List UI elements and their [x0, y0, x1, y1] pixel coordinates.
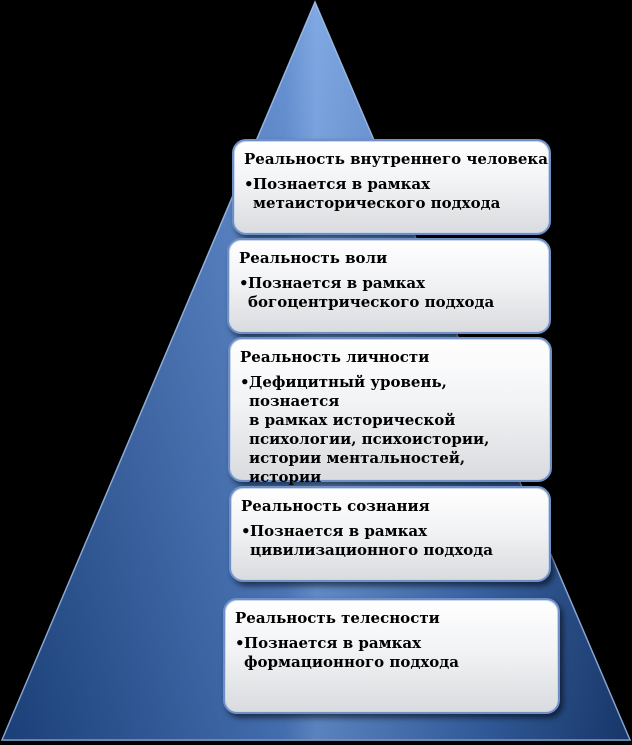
level-item: • Познается в рамках формационного подхо… [235, 634, 548, 672]
level-card-will: Реальность воли • Познается в рамках бог… [227, 238, 551, 334]
level-card-inner-human: Реальность внутреннего человека • Познае… [232, 139, 551, 235]
level-card-consciousness: Реальность сознания • Познается в рамках… [229, 486, 551, 582]
level-item: • Познается в рамках богоцентрического п… [239, 274, 539, 312]
level-card-corporeality: Реальность телесности • Познается в рамк… [223, 598, 560, 714]
bullet-icon: • [244, 175, 254, 193]
level-item: • Познается в рамках цивилизационного по… [241, 522, 539, 560]
level-text: Познается в рамках цивилизационного подх… [250, 522, 493, 559]
level-title: Реальность внутреннего человека [244, 150, 548, 168]
level-item: • Познается в рамках метаисторического п… [244, 175, 539, 213]
level-title: Реальность телесности [235, 609, 440, 627]
level-text: Познается в рамках богоцентрического под… [248, 274, 495, 311]
level-text: Познается в рамках метаисторического под… [253, 175, 501, 212]
level-card-personality: Реальность личности • Дефицитный уровень… [228, 337, 552, 505]
bullet-icon: • [241, 522, 251, 540]
level-title: Реальность сознания [241, 497, 430, 515]
bullet-icon: • [240, 373, 250, 391]
level-text: Познается в рамках формационного подхода [244, 634, 460, 671]
level-title: Реальность личности [240, 348, 430, 366]
bullet-icon: • [239, 274, 249, 292]
bullet-icon: • [235, 634, 245, 652]
level-title: Реальность воли [239, 249, 388, 267]
